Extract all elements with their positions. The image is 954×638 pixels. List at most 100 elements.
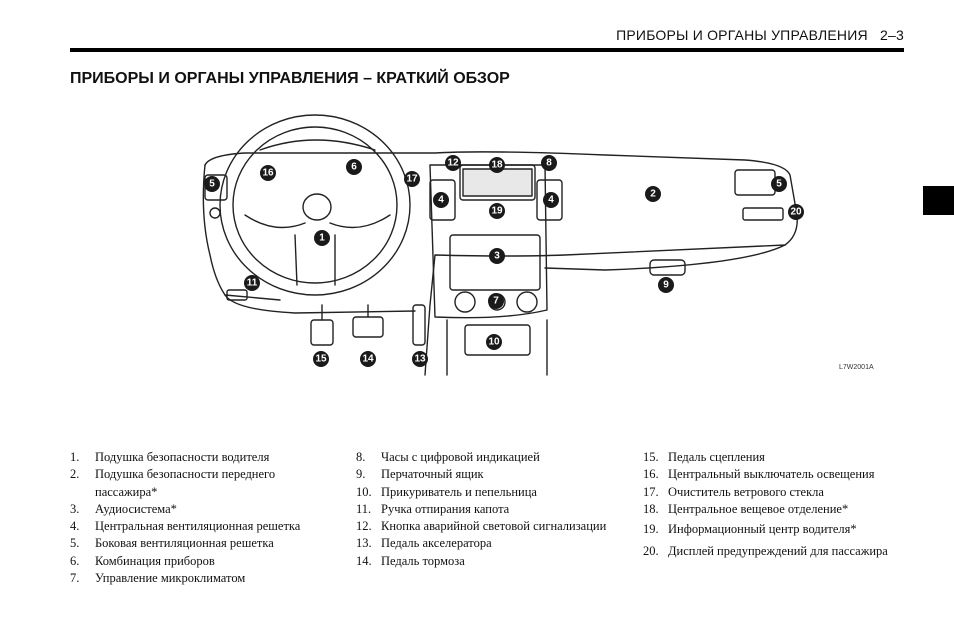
legend-number: 2. <box>70 467 80 482</box>
legend-text: Часы с цифровой индикацией <box>381 450 540 464</box>
svg-text:4: 4 <box>548 195 554 206</box>
legend-item: 7. Управление микроклиматом <box>70 570 330 587</box>
legend-item: 1. Подушка безопасности водителя <box>70 449 330 466</box>
svg-text:13: 13 <box>414 354 426 365</box>
legend-item: 2.Подушка безопасности переднего пассажи… <box>70 466 330 501</box>
callout-5-right: 5 <box>771 176 787 192</box>
legend-text: Дисплей предупреждений для пассажира <box>668 544 888 559</box>
legend-item: 8. Часы с цифровой индикацией <box>356 449 616 466</box>
figure-code: L7W2001A <box>839 364 874 371</box>
svg-text:10: 10 <box>488 337 500 348</box>
accelerator-pedal <box>412 304 426 346</box>
legend-number: 7. <box>70 571 80 586</box>
legend-column-1: 1. Подушка безопасности водителя 2.Подушк… <box>70 449 330 587</box>
svg-text:14: 14 <box>362 354 374 365</box>
legend-number: 12. <box>356 519 372 534</box>
legend-number: 19. <box>643 522 659 537</box>
callout-markers: 1 2 3 4 4 5 5 6 7 8 9 10 11 12 13 14 15 … <box>204 155 804 367</box>
legend-number: 6. <box>70 553 80 568</box>
legend-item: 17. Очиститель ветрового стекла <box>643 484 903 501</box>
header-rule <box>70 48 904 52</box>
legend-item: 11. Ручка отпирания капота <box>356 501 616 518</box>
legend-number: 15. <box>643 450 659 464</box>
center-vent-right <box>536 179 563 221</box>
legend-text: Перчаточный ящик <box>381 467 484 482</box>
callout-14: 14 <box>360 351 376 367</box>
legend-item: 19.Информационный центр водителя* <box>643 521 903 538</box>
dashboard-outline <box>204 151 798 376</box>
legend-number: 11. <box>356 501 372 516</box>
legend-number: 1. <box>70 450 80 464</box>
callout-1: 1 <box>314 230 330 246</box>
svg-text:15: 15 <box>315 354 327 365</box>
center-console <box>429 164 548 319</box>
legend-number: 18. <box>643 501 659 516</box>
glovebox-handle <box>649 259 686 276</box>
legend-item: 4.Центральная вентиляционная решетка <box>70 518 330 535</box>
callout-18: 18 <box>489 157 505 173</box>
audio-screen <box>449 234 541 291</box>
steering-wheel <box>219 114 411 296</box>
svg-text:1: 1 <box>319 233 325 244</box>
svg-text:4: 4 <box>438 195 444 206</box>
section-title: ПРИБОРЫ И ОРГАНЫ УПРАВЛЕНИЯ – КРАТКИЙ ОБ… <box>70 70 510 87</box>
svg-text:9: 9 <box>663 280 669 291</box>
callout-4-right: 4 <box>543 192 559 208</box>
callout-7: 7 <box>488 293 504 309</box>
legend-text: Педаль акселератора <box>381 536 492 551</box>
svg-text:7: 7 <box>493 296 499 307</box>
legend-text: Кнопка аварийной световой сигнализации <box>381 519 607 534</box>
legend-item: 18. Центральное вещевое отделение* <box>643 501 903 518</box>
legend-number: 16. <box>643 467 659 482</box>
callout-9: 9 <box>658 277 674 293</box>
legend-column-3: 15. Педаль сцепления 16. Центральный выклю… <box>643 449 903 561</box>
legend-text: Ручка отпирания капота <box>381 501 510 516</box>
svg-text:18: 18 <box>491 160 503 171</box>
legend-text: Прикуриватель и пепельница <box>381 484 537 499</box>
legend-text: Центральная вентиляционная решетка <box>95 519 301 534</box>
side-vent-right <box>734 169 776 196</box>
callout-11: 11 <box>244 275 260 291</box>
legend-text: Педаль сцепления <box>668 450 765 464</box>
legend-text: Центральный выключатель освещения <box>668 467 875 482</box>
legend-column-2: 8. Часы с цифровой индикацией 9.Перчаточн… <box>356 449 616 570</box>
legend-text: Центральное вещевое отделение* <box>668 501 849 516</box>
legend-item: 14. Педаль тормоза <box>356 553 616 570</box>
legend-item: 5.Боковая вентиляционная решетка <box>70 535 330 552</box>
svg-text:6: 6 <box>351 162 357 173</box>
legend-item: 16. Центральный выключатель освещения <box>643 466 903 483</box>
callout-19: 19 <box>489 203 505 219</box>
legend-item: 9.Перчаточный ящик <box>356 466 616 483</box>
callout-20: 20 <box>788 204 804 220</box>
legend-number: 10. <box>356 484 372 499</box>
legend-number: 14. <box>356 553 372 568</box>
svg-text:12: 12 <box>447 158 459 169</box>
callout-16: 16 <box>260 165 276 181</box>
center-vent-left <box>429 179 456 221</box>
callout-5-left: 5 <box>204 176 220 192</box>
callout-15: 15 <box>313 351 329 367</box>
legend-text: Очиститель ветрового стекла <box>668 484 824 499</box>
running-header: ПРИБОРЫ И ОРГАНЫ УПРАВЛЕНИЯ 2–3 <box>616 27 904 43</box>
callout-10: 10 <box>486 334 502 350</box>
callout-12: 12 <box>445 155 461 171</box>
legend-number: 3. <box>70 501 80 516</box>
legend-item: 12. Кнопка аварийной световой сигнализаци… <box>356 518 616 535</box>
callout-17: 17 <box>404 171 420 187</box>
legend-number: 17. <box>643 484 659 499</box>
legend-item: 3.Аудиосистема* <box>70 501 330 518</box>
legend-text: Подушка безопасности водителя <box>95 450 270 464</box>
svg-text:16: 16 <box>262 168 274 179</box>
legend-item: 10. Прикуриватель и пепельница <box>356 484 616 501</box>
passenger-display <box>742 207 784 221</box>
legend-item: 6.Комбинация приборов <box>70 553 330 570</box>
svg-text:17: 17 <box>406 174 418 185</box>
legend-text: Управление микроклиматом <box>95 571 246 586</box>
legend-number: 8. <box>356 450 366 464</box>
legend-item: 20.Дисплей предупреждений для пассажира <box>643 543 903 560</box>
callout-2: 2 <box>645 186 661 202</box>
callout-4-left: 4 <box>433 192 449 208</box>
svg-text:8: 8 <box>546 158 552 169</box>
clutch-pedal <box>310 319 334 346</box>
legend-text: Педаль тормоза <box>381 553 465 568</box>
